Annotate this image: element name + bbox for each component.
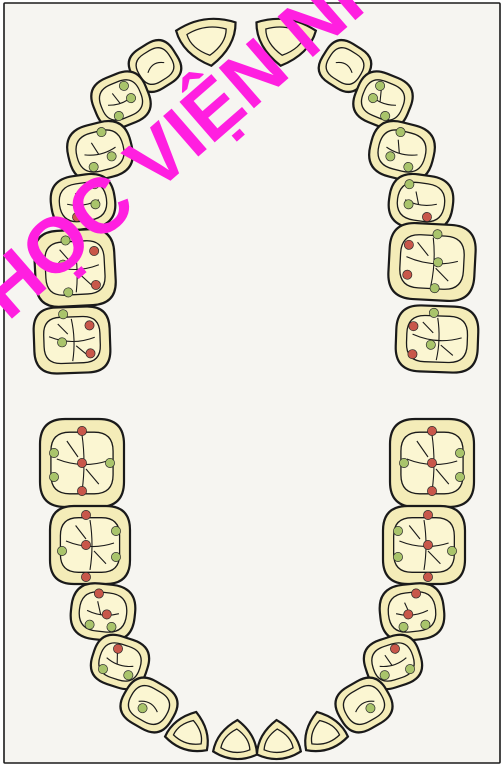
lower-tooth-15 <box>40 419 124 507</box>
lower-tooth-16 <box>390 419 474 507</box>
red-contact-point <box>81 572 90 581</box>
upper-tooth-12 <box>387 222 477 302</box>
green-contact-point <box>447 546 456 555</box>
red-contact-point <box>86 349 96 359</box>
green-contact-point <box>426 340 436 350</box>
green-contact-point <box>433 257 443 267</box>
green-contact-point <box>105 458 114 467</box>
green-contact-point <box>111 552 120 561</box>
green-contact-point <box>393 526 402 535</box>
red-contact-point <box>77 486 86 495</box>
red-contact-point <box>402 270 412 280</box>
green-contact-point <box>455 448 464 457</box>
red-contact-point <box>91 280 101 290</box>
red-contact-point <box>81 540 90 549</box>
red-contact-point <box>85 321 95 331</box>
green-contact-point <box>111 526 120 535</box>
red-contact-point <box>409 321 419 331</box>
red-contact-point <box>427 426 436 435</box>
green-contact-point <box>49 448 58 457</box>
lower-tooth-19 <box>68 581 138 643</box>
red-contact-point <box>77 458 86 467</box>
red-contact-point <box>423 572 432 581</box>
green-contact-point <box>455 472 464 481</box>
green-contact-point <box>57 546 66 555</box>
lower-tooth-17 <box>50 506 130 584</box>
red-contact-point <box>81 510 90 519</box>
green-contact-point <box>430 283 440 293</box>
red-contact-point <box>404 240 414 250</box>
red-contact-point <box>423 510 432 519</box>
red-contact-point <box>423 540 432 549</box>
lower-tooth-20 <box>377 581 447 643</box>
green-contact-point <box>429 308 439 318</box>
red-contact-point <box>427 458 436 467</box>
red-contact-point <box>77 426 86 435</box>
lower-tooth-18 <box>383 506 465 584</box>
green-contact-point <box>57 338 67 348</box>
green-contact-point <box>49 472 58 481</box>
upper-tooth-13 <box>33 306 111 375</box>
green-contact-point <box>399 458 408 467</box>
red-contact-point <box>408 349 418 359</box>
upper-tooth-14 <box>395 305 479 374</box>
red-contact-point <box>427 486 436 495</box>
green-contact-point <box>433 229 443 239</box>
green-contact-point <box>58 310 68 320</box>
green-contact-point <box>393 552 402 561</box>
